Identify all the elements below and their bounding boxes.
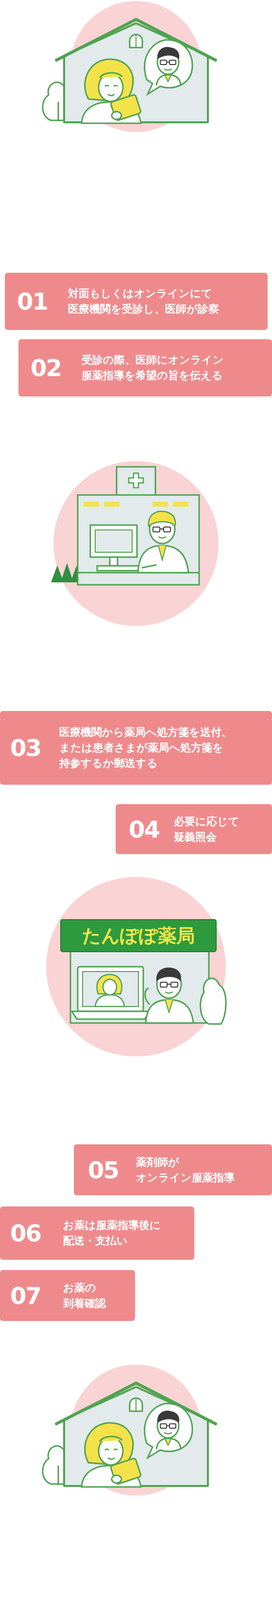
step-text: 医療機関から薬局へ処方箋を送付、 または患者さまが薬局へ処方箋を 持参するか郵送… bbox=[59, 725, 272, 772]
step-number: 01 bbox=[17, 289, 68, 314]
pharmacy-illustration bbox=[46, 877, 226, 1058]
step-text: 受診の際、医師にオンライン 服薬指導を希望の旨を伝える bbox=[81, 352, 272, 384]
step-box: 01対面もしくはオンラインにて 医療機関を受診し、医師が診察 bbox=[4, 272, 268, 331]
step-text: お薬の 到着確認 bbox=[63, 1281, 136, 1313]
step-box: 05薬剤師が オンライン服薬指導 bbox=[73, 1145, 272, 1197]
step-text: 対面もしくはオンラインにて 医療機関を受診し、医師が診察 bbox=[68, 286, 268, 318]
step-number: 07 bbox=[10, 1285, 64, 1309]
step-number: 06 bbox=[10, 1222, 64, 1246]
step-number: 03 bbox=[10, 736, 60, 761]
pharmacy-sign-text: たんぽぽ薬局 bbox=[60, 920, 217, 953]
hospital-illustration bbox=[51, 461, 219, 627]
step-text: 薬剤師が オンライン服薬指導 bbox=[136, 1155, 272, 1187]
step-box: 06お薬は服薬指導後に 配送・支払い bbox=[0, 1207, 195, 1261]
step-number: 02 bbox=[30, 356, 82, 380]
step-text: お薬は服薬指導後に 配送・支払い bbox=[63, 1218, 195, 1250]
step-number: 05 bbox=[87, 1159, 136, 1183]
step-number: 04 bbox=[128, 818, 174, 842]
step-text: 必要に応じて 疑義照会 bbox=[173, 814, 272, 846]
home-illustration bbox=[42, 0, 216, 133]
step-box: 07お薬の 到着確認 bbox=[0, 1271, 136, 1323]
step-box: 04必要に応じて 疑義照会 bbox=[115, 804, 272, 855]
step-box: 03医療機関から薬局へ処方箋を送付、 または患者さまが薬局へ処方箋を 持参するか… bbox=[0, 711, 272, 786]
step-box: 02受診の際、医師にオンライン 服薬指導を希望の旨を伝える bbox=[18, 339, 272, 397]
home-illustration bbox=[42, 1365, 216, 1497]
